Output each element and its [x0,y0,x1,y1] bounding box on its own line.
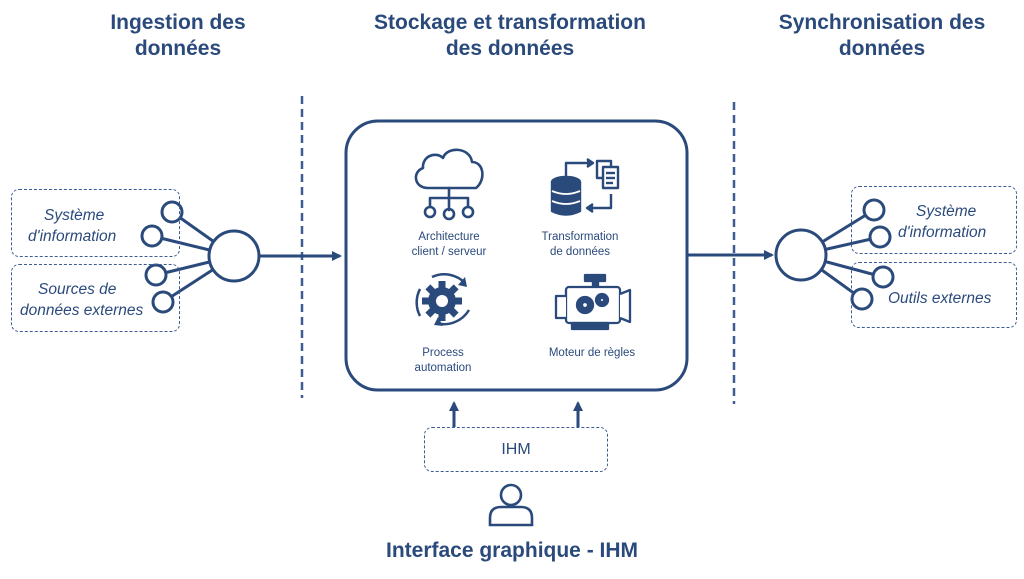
footer-title: Interface graphique - IHM [385,539,639,562]
engine-icon [554,273,632,331]
target-box-systeme-information: Système d'information [851,186,1017,254]
source-box-donnees-externes: Sources de données externes [11,264,180,332]
left-hub-icon [140,200,261,314]
right-hub-icon [774,198,895,311]
label-moteur-regles: Moteur de règles [548,347,636,359]
cloud-network-icon [414,148,484,221]
target-box-outils-externes: Outils externes [851,262,1017,328]
ihm-label: IHM [501,440,531,458]
ihm-box: IHM [424,427,608,472]
database-transform-icon [550,158,620,216]
gear-cycle-icon [415,273,471,326]
source-box-systeme-information: Système d'information [11,189,180,257]
user-icon [488,483,534,527]
